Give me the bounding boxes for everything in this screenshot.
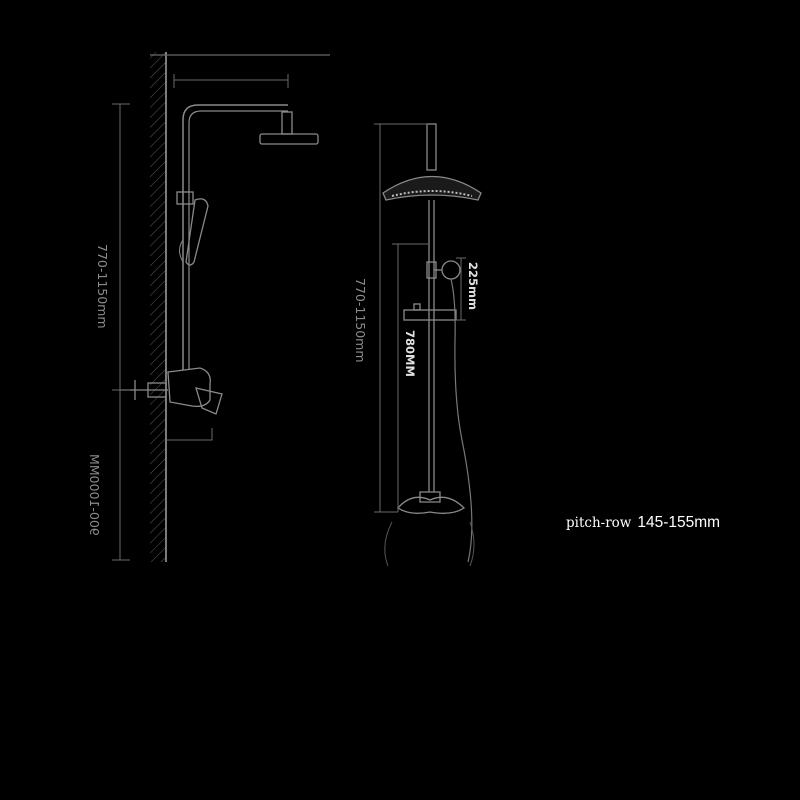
- front-shelf: [403, 309, 457, 321]
- left-lower-label: 900-1000MM: [87, 454, 102, 536]
- left-height-label: 770-1150mm: [95, 244, 110, 329]
- handshower-offset-label: 225mm: [466, 262, 480, 310]
- front-mixer: [397, 496, 466, 514]
- bar-length-label: 780MM: [403, 330, 417, 377]
- mixer-body: [167, 367, 211, 408]
- shower-head: [281, 111, 293, 135]
- handheld-shower: [185, 198, 209, 266]
- right-height-label: 770-1150mm: [353, 278, 368, 363]
- water-flow: [384, 521, 475, 567]
- pitch-row-value: 145-155mm: [637, 514, 721, 531]
- mixer-lever: [195, 387, 223, 415]
- wall-hatch: [150, 52, 166, 562]
- front-shower-head: [382, 175, 482, 201]
- pitch-row-label: pitch-row: [566, 515, 632, 531]
- top-arm: [426, 123, 437, 171]
- slider-bracket: [176, 191, 194, 205]
- riser-pipe: [182, 104, 288, 370]
- front-handheld: [441, 260, 461, 280]
- side-view: [112, 52, 330, 562]
- front-view: [374, 123, 482, 567]
- pitch-row-annotation: pitch-row 145-155mm: [566, 512, 720, 532]
- hose: [450, 278, 473, 563]
